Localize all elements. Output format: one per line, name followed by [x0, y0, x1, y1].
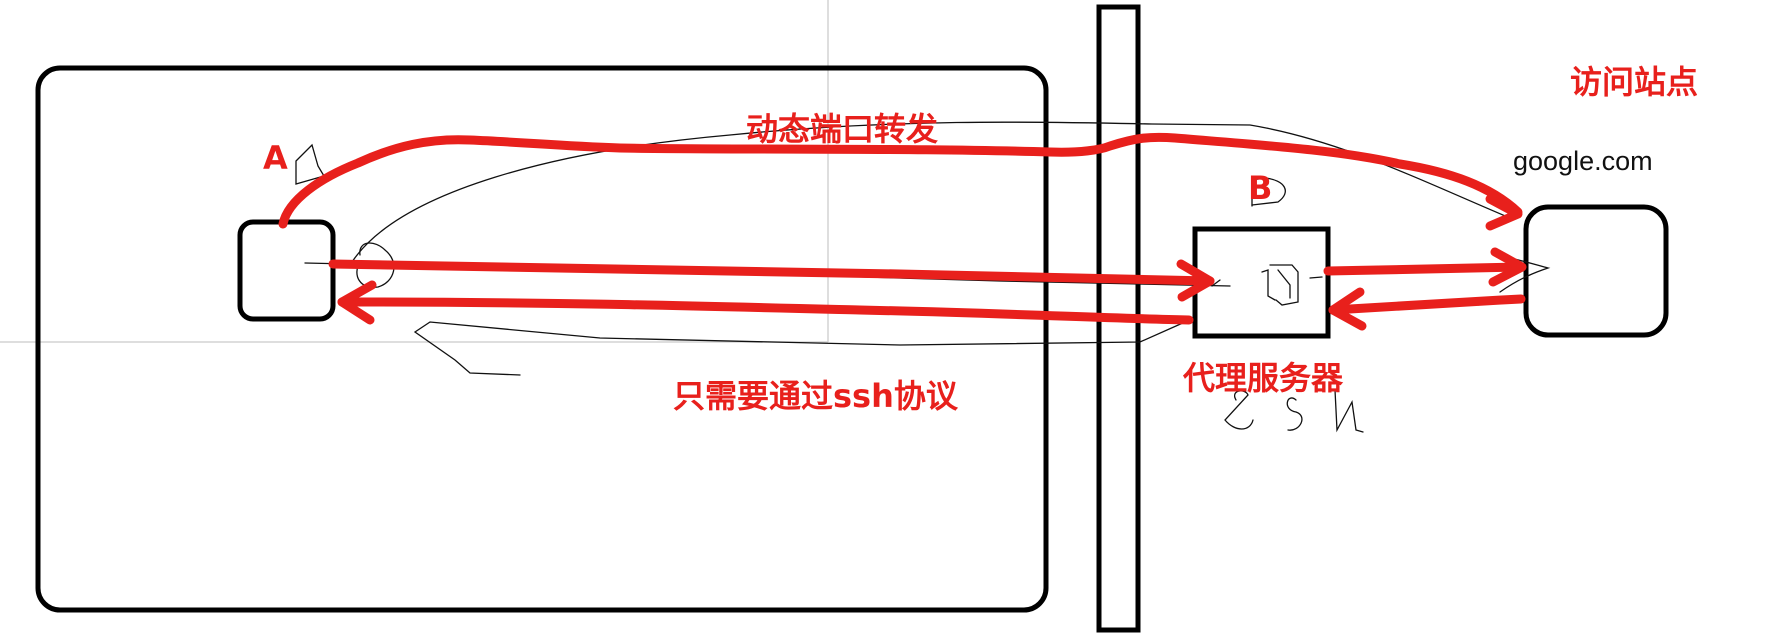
proxy-response-arrowhead [1328, 287, 1367, 331]
local-network-box [35, 65, 1049, 613]
google-site-box [1523, 204, 1669, 338]
node-b-label: B [1248, 169, 1273, 207]
visit-site-label: 访问站点 [1570, 63, 1699, 101]
proxy-response-arrow [1328, 294, 1526, 315]
node-a-label: A [263, 139, 288, 177]
dynamic-forward-arrow [278, 132, 1523, 229]
google-site-label: google.com [1513, 146, 1653, 176]
ssh-request-arrow [328, 259, 1215, 286]
ssh-response-arrow [337, 297, 1194, 325]
dynamic-forward-arrowhead [1485, 194, 1523, 231]
proxy-request-arrowhead [1488, 247, 1527, 287]
ssh-only-label: 只需要通过ssh协议 [673, 377, 958, 415]
ssh-response-arrowhead [337, 280, 377, 325]
dynamic-port-forwarding-label: 动态端口转发 [746, 110, 939, 148]
node-a-box [237, 219, 336, 322]
proxy-server-box [1192, 226, 1331, 339]
proxy-request-arrow [1323, 262, 1525, 276]
ssh-request-arrowhead [1176, 259, 1215, 302]
proxy-server-label: 代理服务器 [1183, 359, 1344, 397]
red-arrows [278, 132, 1527, 331]
background-window-edge [0, 0, 829, 343]
